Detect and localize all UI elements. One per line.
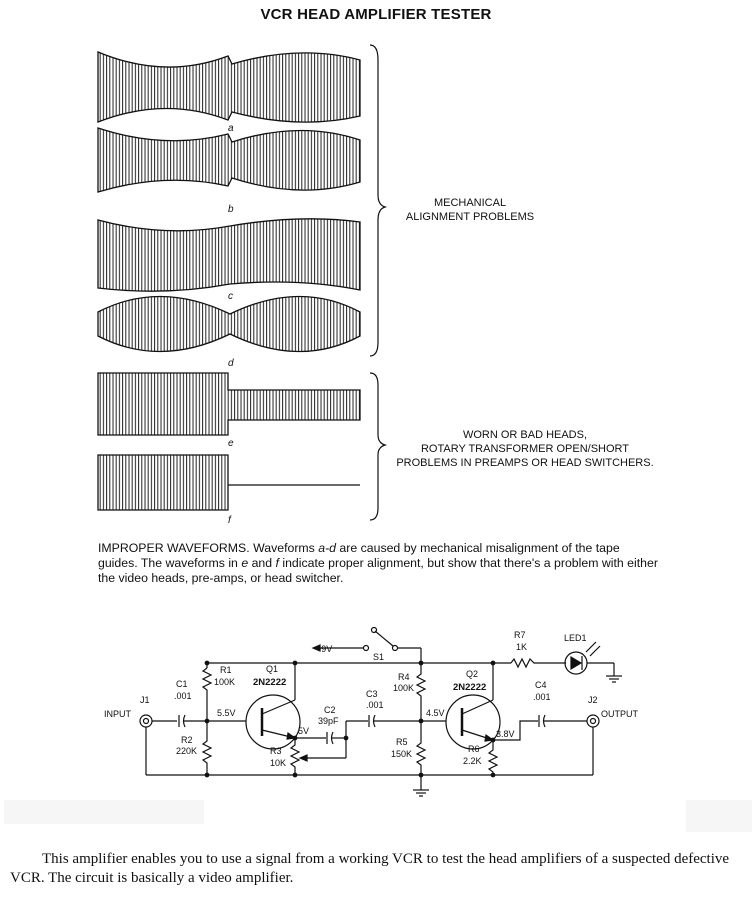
waveform-d — [97, 295, 361, 353]
caption-text: and — [248, 556, 276, 570]
r2-value: 220K — [176, 746, 197, 756]
voltage-5v: 5V — [298, 726, 309, 736]
waveform-e — [97, 372, 361, 436]
waveform-label-d: d — [228, 358, 234, 369]
waveform-label-f: f — [228, 515, 232, 526]
c2-label: C2 — [324, 705, 336, 715]
caption-lead: IMPROPER WAVEFORMS. — [98, 541, 250, 555]
voltage-5-5v: 5.5V — [217, 708, 236, 718]
schematic-labels: +9V S1 R7 1K LED1 R1 100K Q1 2N2222 C1 .… — [104, 630, 639, 768]
caption-text: are caused by mechanical misalignment of… — [98, 541, 620, 570]
led1-label: LED1 — [564, 633, 587, 643]
waveform-f — [97, 454, 229, 511]
group1-line2: ALIGNMENT PROBLEMS — [405, 211, 535, 223]
r6-label: R6 — [468, 744, 480, 754]
caption-italic: f — [275, 556, 279, 570]
r7-value: 1K — [516, 642, 527, 652]
brace-mechanical — [369, 44, 388, 357]
r2-label: R2 — [181, 735, 193, 745]
r4-value: 100K — [393, 683, 414, 693]
waveform-label-c: c — [228, 291, 233, 302]
c4-value: .001 — [533, 692, 551, 702]
c1-label: C1 — [176, 679, 188, 689]
q2-label: Q2 — [466, 669, 478, 679]
head-problems-label: WORN OR BAD HEADS, ROTARY TRANSFORMER OP… — [370, 428, 680, 470]
supply-label: +9V — [316, 644, 332, 654]
waveform-label-e: e — [228, 438, 234, 449]
r1-label: R1 — [220, 665, 232, 675]
r3-value: 10K — [270, 758, 286, 768]
q1-type: 2N2222 — [253, 677, 286, 688]
figure-caption: IMPROPER WAVEFORMS. Waveforms a-d are ca… — [98, 541, 658, 586]
voltage-4-5v: 4.5V — [426, 708, 445, 718]
group2-line3: PROBLEMS IN PREAMPS OR HEAD SWITCHERS. — [396, 457, 654, 469]
c4-label: C4 — [535, 680, 547, 690]
scan-artifact — [686, 800, 752, 832]
caption-italic: e — [241, 556, 249, 570]
brace-heads — [369, 372, 388, 521]
s1-label: S1 — [373, 652, 384, 662]
r7-label: R7 — [514, 630, 526, 640]
input-label: INPUT — [104, 709, 132, 719]
output-label: OUTPUT — [601, 709, 639, 719]
group1-line1: MECHANICAL — [433, 197, 507, 209]
r5-value: 150K — [391, 749, 412, 759]
schematic — [139, 626, 622, 797]
c2-value: 39pF — [318, 716, 339, 726]
caption-text: indicate proper alignment, but show that… — [98, 556, 658, 585]
c3-label: C3 — [366, 689, 378, 699]
q2-type: 2N2222 — [453, 682, 486, 693]
group2-line1: WORN OR BAD HEADS, — [462, 429, 588, 441]
group2-line2: ROTARY TRANSFORMER OPEN/SHORT — [420, 443, 629, 455]
waveform-b — [97, 127, 361, 193]
caption-text: Waveforms — [249, 541, 319, 555]
j2-label: J2 — [588, 695, 598, 705]
c1-value: .001 — [174, 691, 192, 701]
caption-italic: a-d — [318, 541, 337, 555]
r1-value: 100K — [214, 677, 235, 687]
r6-value: 2.2K — [463, 756, 482, 766]
waveform-label-a: a — [228, 123, 234, 134]
j1-label: J1 — [140, 695, 150, 705]
mechanical-problems-label: MECHANICAL ALIGNMENT PROBLEMS — [400, 196, 540, 224]
waveform-c — [97, 218, 361, 292]
q1-label: Q1 — [266, 664, 278, 674]
voltage-3-8v: 3.8V — [496, 729, 515, 739]
body-paragraph: This amplifier enables you to use a sign… — [10, 851, 730, 886]
r3-label: R3 — [270, 746, 282, 756]
waveform-a — [97, 51, 361, 123]
r5-label: R5 — [396, 737, 408, 747]
page-title: VCR HEAD AMPLIFIER TESTER — [260, 6, 492, 23]
waveform-label-b: b — [228, 204, 234, 215]
r4-label: R4 — [398, 672, 410, 682]
c3-value: .001 — [366, 700, 384, 710]
scan-artifact — [4, 800, 204, 824]
